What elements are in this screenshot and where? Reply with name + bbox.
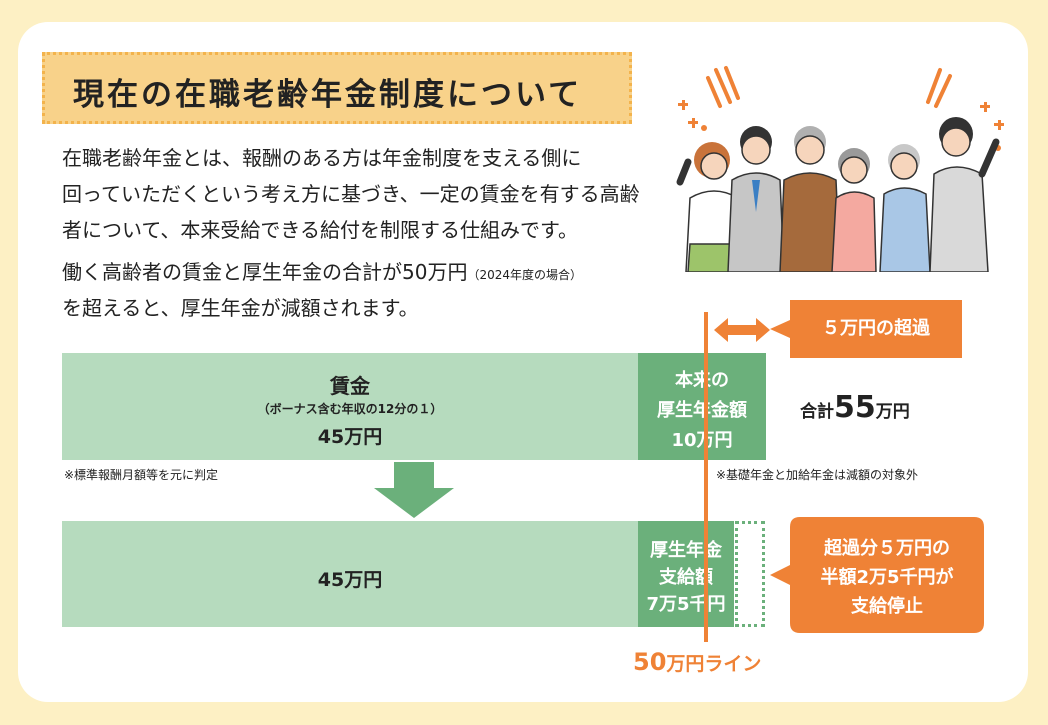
description-line-5: を超えると、厚生年金が減額されます。 (62, 296, 419, 320)
description-line-4: 働く高齢者の賃金と厚生年金の合計が50万円（2024年度の場合） (62, 254, 582, 293)
people-illustration (676, 66, 1004, 272)
threshold-line-number: 50 (633, 648, 667, 676)
stop-line-1: 超過分５万円の (824, 538, 950, 559)
description-line-4-note: （2024年度の場合） (467, 268, 582, 282)
note-right: ※基礎年金と加給年金は減額の対象外 (716, 468, 919, 482)
wage-label: 賃金 (330, 374, 370, 398)
excess-label: ５万円の超過 (822, 318, 930, 339)
description-line-1: 在職老齢年金とは、報酬のある方は年金制度を支える側に (62, 146, 582, 170)
paid-pension-amount: 7万5千円 (646, 594, 726, 615)
pension-label-2: 厚生年金額 (657, 400, 747, 421)
paid-pension-label-2: 支給額 (659, 567, 713, 588)
description-line-3: 者について、本来受給できる給付を制限する仕組みです。 (62, 218, 578, 242)
wage-amount-top: 45万円 (317, 426, 383, 448)
threshold-line (704, 312, 708, 642)
title-banner: 現在の在職老齢年金制度について (42, 52, 632, 124)
note-left: ※標準報酬月額等を元に判定 (64, 468, 219, 482)
stop-callout-shape (770, 517, 984, 633)
total-value: 55 (834, 390, 876, 425)
stop-line-2: 半額2万5千円が (820, 567, 954, 588)
paid-pension-label-1: 厚生年金 (650, 540, 722, 561)
excess-callout-shape (770, 300, 962, 358)
total-unit: 万円 (875, 402, 910, 422)
wage-bar-bottom (62, 521, 638, 627)
pension-amount-top: 10万円 (671, 430, 733, 451)
stopped-amount-box (735, 521, 765, 627)
page-title: 現在の在職老齢年金制度について (73, 77, 583, 113)
wage-sub-label: （ボーナス含む年収の12分の１） (257, 402, 443, 416)
threshold-line-label: 50万円ライン (633, 648, 761, 676)
pension-bar-bottom (638, 521, 734, 627)
stop-line-3: 支給停止 (851, 596, 923, 617)
down-arrow-icon (374, 462, 454, 518)
wage-amount-bottom: 45万円 (317, 569, 383, 591)
threshold-line-text: 万円ライン (666, 653, 762, 675)
double-arrow-icon (714, 318, 770, 342)
pension-label-1: 本来の (675, 370, 729, 391)
wage-bar-top (62, 353, 638, 460)
description-line-2: 回っていただくという考え方に基づき、一定の賃金を有する高齢 (62, 182, 640, 206)
pension-bar-top (638, 353, 766, 460)
total-amount: 合計55万円 (800, 390, 910, 425)
description-line-4-main: 働く高齢者の賃金と厚生年金の合計が50万円 (62, 260, 468, 284)
total-prefix: 合計 (800, 402, 834, 422)
